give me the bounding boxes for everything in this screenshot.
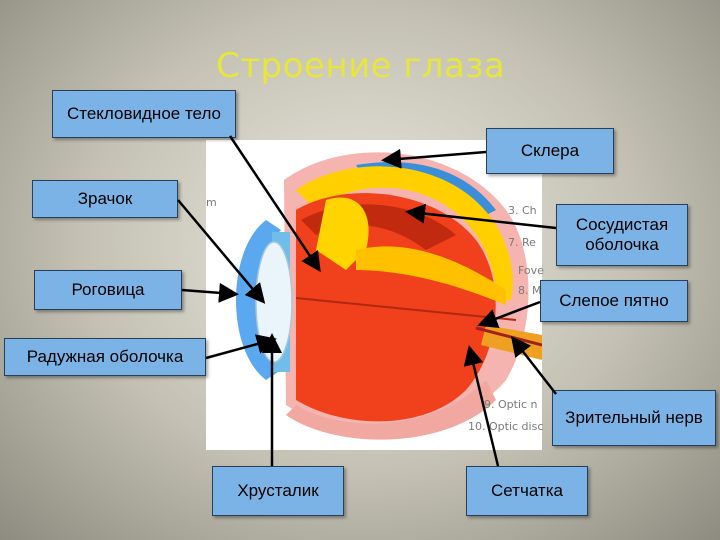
caption-fovea: Fove [518, 264, 544, 277]
slide-title: Строение глаза [216, 46, 506, 86]
label-retina-text: Сетчатка [491, 481, 563, 500]
label-cornea-text: Роговица [71, 280, 145, 299]
ciliary-band [316, 197, 369, 270]
label-pupil: Зрачок [32, 180, 178, 218]
label-vitreous-body: Стекловидное тело [52, 90, 236, 138]
label-sclera: Склера [486, 128, 614, 174]
caption-macula: 8. M [518, 284, 542, 297]
label-retina: Сетчатка [466, 466, 588, 516]
label-choroid-text: Сосудистая оболочка [575, 215, 669, 254]
label-optic-nerve: Зрительный нерв [552, 390, 716, 446]
label-lens: Хрусталик [212, 466, 344, 516]
caption-optic-nerve-number: 9. Optic n [484, 398, 538, 411]
label-lens-text: Хрусталик [237, 481, 319, 500]
caption-choroid-number: 3. Ch [508, 204, 537, 217]
label-optic-nerve-text: Зрительный нерв [565, 408, 703, 427]
label-vitreous-text: Стекловидное тело [66, 104, 222, 123]
label-blind-spot: Слепое пятно [540, 280, 688, 322]
lower-tissue [286, 380, 496, 440]
label-choroid: Сосудистая оболочка [556, 204, 688, 266]
label-iris: Радужная оболочка [4, 338, 206, 376]
label-blind-spot-text: Слепое пятно [559, 291, 669, 310]
lens-shape [255, 241, 293, 363]
caption-optic-disc: 10. Optic disc [468, 420, 544, 433]
label-sclera-text: Склера [520, 141, 580, 160]
eye-illustration: m 3. Ch 7. Re Fove 8. M 9. Optic n 10. O… [206, 140, 544, 450]
label-cornea: Роговица [34, 270, 182, 310]
label-iris-text: Радужная оболочка [26, 347, 184, 366]
choroid-yellow [296, 166, 513, 300]
retina-yellow [356, 246, 506, 305]
label-pupil-text: Зрачок [77, 189, 133, 208]
caption-m: m [206, 196, 217, 209]
caption-retina-number: 7. Re [508, 236, 536, 249]
